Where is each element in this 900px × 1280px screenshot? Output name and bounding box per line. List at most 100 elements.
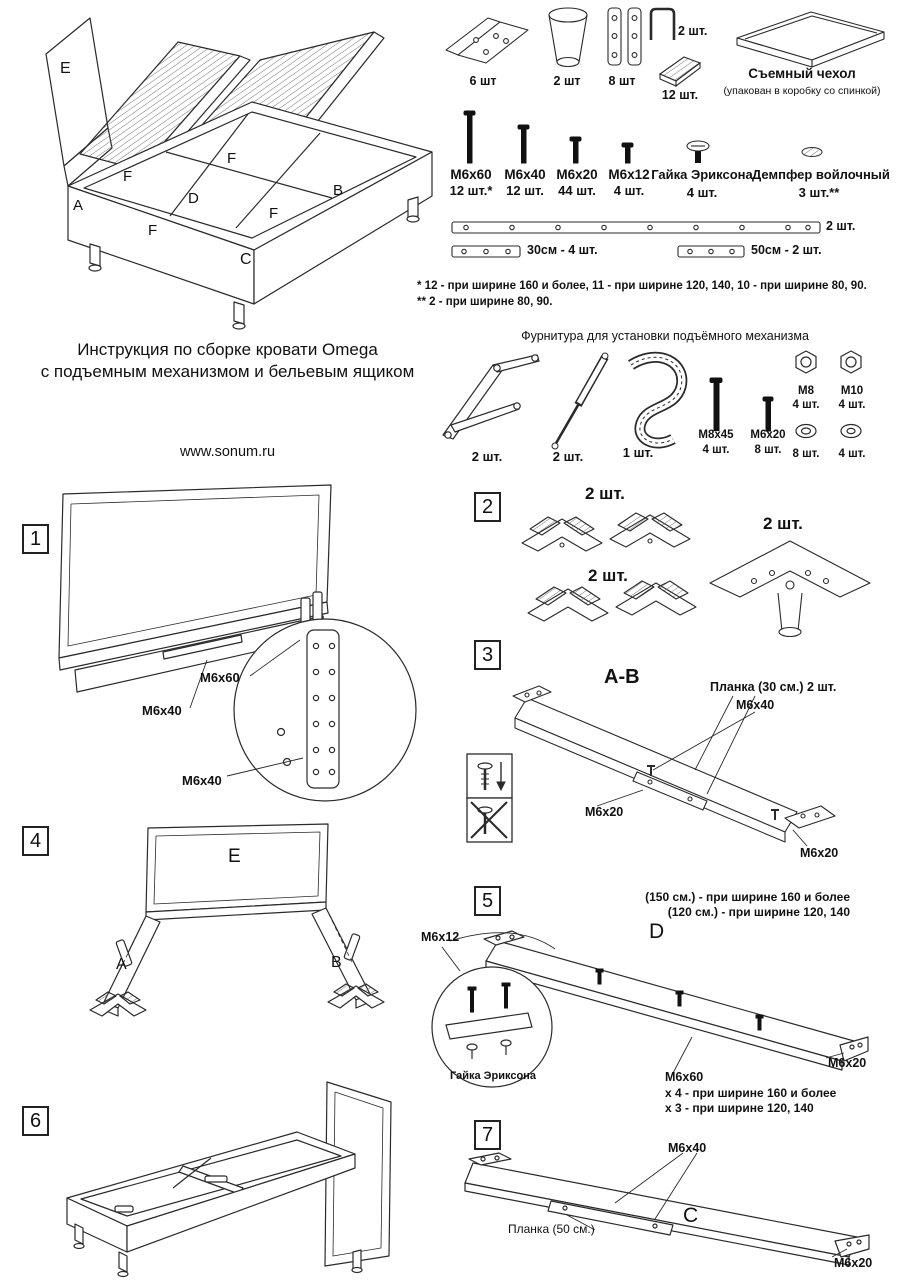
page-title-line1: Инструкция по сборке кровати Omega — [77, 340, 378, 359]
page-title-line2: с подъемным механизмом и бельевым ящиком — [40, 362, 415, 381]
lift-washer1-qty: 8 шт. — [792, 448, 820, 460]
lift-bolt-m8x45-qty: 4 шт. — [702, 444, 730, 456]
step5-erikson-label: Гайка Эриксона — [450, 1070, 536, 1082]
lift-washer2-qty: 4 шт. — [838, 448, 866, 460]
part-letter-f4: F — [269, 205, 279, 222]
step5-note-120: (120 см.) - при ширине 120, 140 — [667, 905, 850, 919]
hardware-parts-drawing — [445, 7, 885, 258]
lift-strap-qty: 1 шт. — [622, 445, 654, 460]
step7-letter-c: C — [683, 1204, 699, 1227]
bolt-m6x20-name: М6х20 — [556, 167, 598, 182]
part-letter-c: C — [240, 251, 252, 268]
step7-m6x20-label: М6х20 — [834, 1256, 873, 1270]
cover-note: (упакован в коробку со спинкой) — [723, 85, 881, 97]
step5-note-150: (150 см.) - при ширине 160 и более — [645, 890, 850, 904]
lift-strut-qty: 2 шт. — [552, 449, 584, 464]
strip-long-icon — [451, 221, 821, 234]
part-letter-f3: F — [148, 222, 158, 239]
damper-name: Демпфер войлочный — [752, 167, 890, 182]
step4-letter-b: B — [331, 954, 342, 971]
leg-icon — [548, 7, 588, 68]
lift-mech-qty: 2 шт. — [471, 449, 503, 464]
felt-damper-icon — [801, 147, 823, 157]
part-letter-d: D — [188, 190, 199, 207]
qty-wedges: 12 шт. — [661, 88, 699, 102]
step3-side-panel-drawing — [466, 685, 836, 847]
step2-qty-top: 2 шт. — [585, 484, 625, 503]
qty-wire-handles: 2 шт. — [678, 24, 708, 38]
lift-nut-m8-name: М8 — [798, 385, 814, 397]
step3-m6x40-label: М6х40 — [736, 698, 775, 712]
part-letter-f1: F — [123, 168, 133, 185]
footnote-1: * 12 - при ширине 160 и более, 11 - при … — [417, 280, 867, 292]
tighten-icon — [466, 753, 513, 799]
lift-bolt-m8x45-name: М8х45 — [698, 429, 734, 441]
lift-nut-m8-qty: 4 шт. — [792, 399, 820, 411]
bolt-m6x60-qty: 12 шт.* — [449, 183, 493, 198]
bed-overview-drawing — [45, 17, 433, 330]
cover-icon — [736, 11, 885, 68]
step2-qty-bottom: 2 шт. — [588, 566, 628, 585]
nuts-washers-icons — [795, 350, 862, 439]
lift-nut-m10-name: М10 — [840, 385, 864, 397]
step3-plank-label: Планка (30 см.) 2 шт. — [710, 680, 837, 694]
lift-hardware-title: Фурнитура для установки подъёмного механ… — [521, 329, 809, 343]
damper-qty: 3 шт.** — [798, 185, 840, 200]
qty-plates: 8 шт — [608, 74, 636, 88]
step-1-number: 1 — [22, 524, 49, 554]
qty-legs: 2 шт — [553, 74, 581, 88]
qty-corner-brackets: 6 шт — [469, 74, 497, 88]
strip-long-qty: 2 шт. — [826, 219, 856, 233]
step2-brackets-drawing — [521, 512, 871, 638]
step-6-number: 6 — [22, 1106, 49, 1136]
bolts-row-icons — [463, 110, 634, 164]
lift-bolts-icons — [709, 377, 774, 432]
step-2-number: 2 — [474, 492, 501, 522]
step1-m6x60-label: М6х60 — [200, 670, 240, 685]
step5-m6x60-label: М6х60 — [665, 1070, 704, 1084]
erikson-detail-inset — [431, 966, 553, 1088]
part-letter-b: B — [333, 182, 344, 199]
part-letter-e: E — [60, 60, 71, 77]
strip-50cm-icon — [677, 245, 745, 258]
gas-strut-icon — [551, 352, 609, 450]
step1-m6x40-label-a: М6х40 — [142, 703, 182, 718]
step2-qty-right: 2 шт. — [763, 514, 803, 533]
step7-plank-c-drawing — [464, 1152, 870, 1266]
step4-letter-e: E — [228, 846, 241, 867]
footnote-2: ** 2 - при ширине 80, 90. — [417, 296, 553, 308]
step-5-number: 5 — [474, 886, 501, 916]
part-letter-f2: F — [227, 150, 237, 167]
bolt-m6x60-name: М6х60 — [450, 167, 492, 182]
bolt-m6x20-qty: 44 шт. — [558, 183, 596, 198]
lift-mechanism-icon — [442, 354, 540, 440]
lift-bolt-m6x20-qty: 8 шт. — [754, 444, 782, 456]
lift-bolt-m6x20-name: М6х20 — [750, 429, 786, 441]
wire-handle-icon — [649, 7, 676, 40]
step3-m6x20-label-a: М6х20 — [585, 805, 624, 819]
erikson-nut-name: Гайка Эриксона — [651, 167, 753, 182]
step3-ab-title: A-B — [604, 666, 640, 688]
step5-m6x60-note1: х 4 - при ширине 160 и более — [665, 1086, 837, 1100]
strip-50-label: 50см - 2 шт. — [751, 243, 822, 257]
step-4-number: 4 — [22, 826, 49, 856]
mount-plates-icon — [607, 7, 642, 66]
strip-30-label: 30см - 4 шт. — [527, 243, 598, 257]
step5-m6x20-label: М6х20 — [828, 1056, 867, 1070]
strip-30cm-icon — [451, 245, 521, 258]
corner-bracket-icon — [445, 17, 529, 64]
website-url: www.sonum.ru — [179, 444, 276, 460]
step5-m6x60-note2: х 3 - при ширине 120, 140 — [665, 1101, 814, 1115]
step5-plank-d-drawing — [431, 930, 869, 1088]
step6-frame-assembly-drawing — [66, 1081, 392, 1278]
lift-nut-m10-qty: 4 шт. — [838, 399, 866, 411]
step4-frame-sides-drawing — [89, 823, 385, 1017]
step4-letter-a: A — [116, 956, 127, 973]
step3-m6x20-label-b: М6х20 — [800, 846, 839, 860]
step-3-number: 3 — [474, 640, 501, 670]
step5-letter-d: D — [649, 920, 665, 943]
step7-m6x40-label: М6х40 — [668, 1141, 707, 1155]
bolt-m6x12-name: М6х12 — [608, 167, 650, 182]
part-letter-a: A — [73, 197, 84, 214]
